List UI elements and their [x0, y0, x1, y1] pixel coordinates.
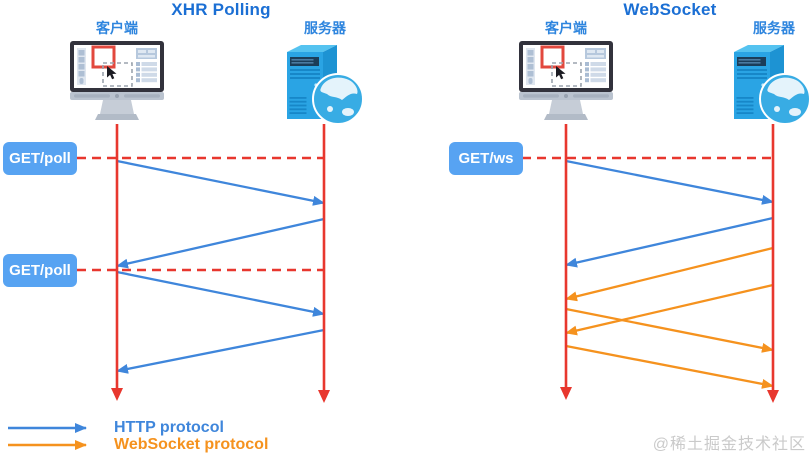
websocket-server-label: 服务器: [753, 20, 795, 36]
http-protocol-legend-label: HTTP protocol: [114, 419, 224, 436]
websocket-graphics: [517, 39, 811, 403]
client-computer-icon: [517, 39, 615, 122]
message-arrow-http-server-to-client: [116, 217, 325, 269]
websocket-title: WebSocket: [623, 0, 717, 19]
websocket-protocol-legend-label: WebSocket protocol: [114, 436, 269, 453]
message-arrow-http-server-to-client: [565, 216, 774, 268]
xhr-polling-title: XHR Polling: [171, 0, 271, 19]
message-arrow-ws-client-to-server: [565, 344, 774, 389]
legend-arrows: [8, 423, 87, 450]
xhr-client-label: 客户端: [96, 20, 138, 36]
get-poll-request-badge: GET/poll: [3, 254, 77, 287]
get-poll-request-badge: GET/poll: [3, 142, 77, 175]
xhr-message-arrows: [116, 159, 325, 374]
websocket-client-label: 客户端: [545, 20, 587, 36]
get-ws-request-badge: GET/ws: [449, 142, 523, 175]
server-tower-icon: [733, 44, 811, 125]
message-arrow-http-client-to-server: [565, 159, 774, 205]
message-arrow-http-client-to-server: [116, 270, 325, 317]
watermark-text: @稀土掘金技术社区: [652, 436, 806, 453]
message-arrow-ws-client-to-server: [565, 307, 774, 353]
message-arrow-ws-server-to-client: [565, 283, 774, 336]
xhr-server-label: 服务器: [304, 20, 346, 36]
client-computer-icon: [68, 39, 166, 122]
message-arrow-http-server-to-client: [116, 328, 325, 374]
xhr-polling-graphics: [68, 39, 364, 403]
server-tower-icon: [286, 44, 364, 125]
message-arrow-http-client-to-server: [116, 159, 325, 206]
message-arrow-ws-server-to-client: [565, 246, 774, 302]
websocket-message-arrows: [565, 159, 774, 389]
